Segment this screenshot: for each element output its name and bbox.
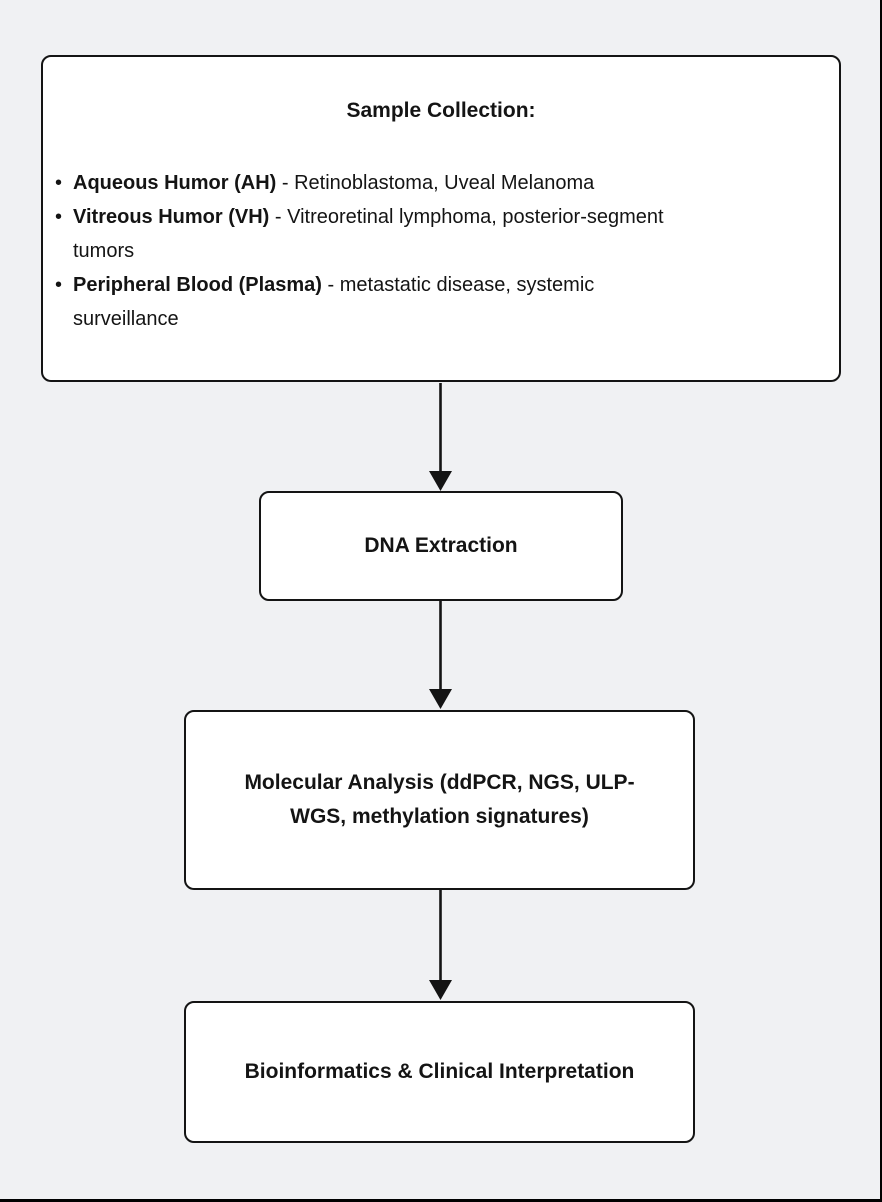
list-item-aqueous-humor: • Aqueous Humor (AH) - Retinoblastoma, Uv… <box>55 166 683 200</box>
sample-collection-list: • Aqueous Humor (AH) - Retinoblastoma, Uv… <box>55 166 683 336</box>
list-item-vitreous-humor: • Vitreous Humor (VH) - Vitreoretinal lym… <box>55 200 683 268</box>
sample-collection-box: Sample Collection: • Aqueous Humor (AH) -… <box>41 55 841 382</box>
image-bottom-border <box>0 1199 882 1202</box>
bullet-term: Aqueous Humor (AH) <box>73 172 277 194</box>
sample-collection-title: Sample Collection: <box>346 99 536 122</box>
bioinformatics-label: Bioinformatics & Clinical Interpretation <box>244 1060 635 1083</box>
molecular-analysis-box: Molecular Analysis (ddPCR, NGS, ULP-WGS,… <box>184 710 695 890</box>
bioinformatics-box: Bioinformatics & Clinical Interpretation <box>184 1001 695 1143</box>
dna-extraction-box: DNA Extraction <box>259 491 623 601</box>
image-right-border <box>880 0 882 1202</box>
molecular-analysis-label: Molecular Analysis (ddPCR, NGS, ULP-WGS,… <box>244 771 635 828</box>
list-item-peripheral-blood: • Peripheral Blood (Plasma) - metastatic … <box>55 268 683 336</box>
arrow-sample-to-dna <box>429 383 452 491</box>
arrowhead-down-icon <box>429 980 452 1000</box>
bullet-description: - Vitreoretinal lymphoma, posterior-segm… <box>73 206 664 262</box>
arrowhead-down-icon <box>429 689 452 709</box>
bullet-icon: • <box>55 172 63 194</box>
bullet-description: - Retinoblastoma, Uveal Melanoma <box>276 172 595 194</box>
dna-extraction-label: DNA Extraction <box>364 534 518 557</box>
bullet-icon: • <box>55 274 63 296</box>
arrow-dna-to-molecular <box>429 601 452 709</box>
bullet-description: - metastatic disease, systemic surveilla… <box>73 274 595 330</box>
bullet-term: Vitreous Humor (VH) <box>73 206 270 228</box>
arrow-molecular-to-bioinfo <box>429 890 452 1000</box>
bullet-term: Peripheral Blood (Plasma) <box>73 274 322 296</box>
bullet-icon: • <box>55 206 63 228</box>
arrowhead-down-icon <box>429 471 452 491</box>
